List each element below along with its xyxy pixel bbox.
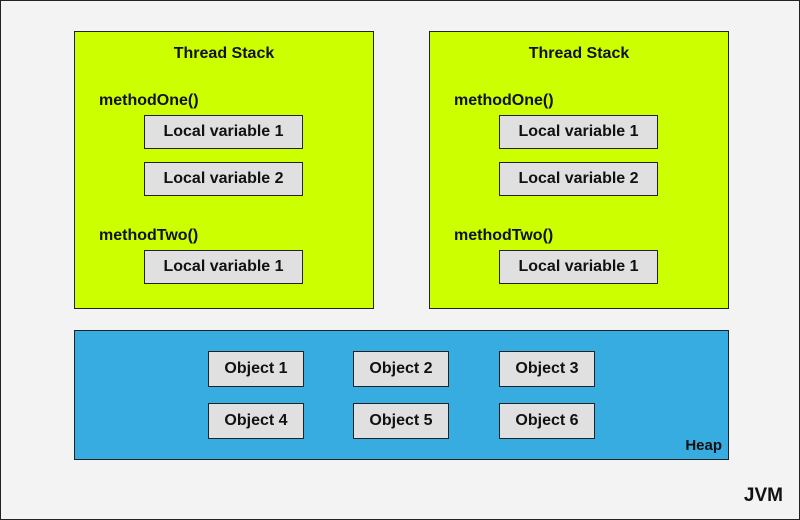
thread-stack-2: Thread Stack methodOne() Local variable … (429, 31, 729, 309)
heap-object: Object 2 (353, 351, 449, 387)
heap-object: Object 1 (208, 351, 304, 387)
thread-stack-1: Thread Stack methodOne() Local variable … (74, 31, 374, 309)
jvm-label: JVM (743, 485, 783, 506)
method-two-label: methodTwo() (454, 227, 554, 244)
thread-stack-title: Thread Stack (528, 45, 630, 62)
local-variable-box: Local variable 2 (144, 162, 303, 196)
thread-stack-title: Thread Stack (173, 45, 275, 62)
heap-object: Object 6 (499, 403, 595, 439)
method-one-label: methodOne() (454, 92, 554, 109)
method-one-label: methodOne() (99, 92, 199, 109)
local-variable-box: Local variable 1 (144, 250, 303, 284)
method-two-label: methodTwo() (99, 227, 199, 244)
heap-object: Object 4 (208, 403, 304, 439)
local-variable-box: Local variable 1 (499, 115, 658, 149)
heap-area: Object 1 Object 2 Object 3 Object 4 Obje… (74, 330, 729, 460)
heap-label: Heap (685, 437, 722, 454)
heap-object: Object 5 (353, 403, 449, 439)
local-variable-box: Local variable 1 (144, 115, 303, 149)
local-variable-box: Local variable 1 (499, 250, 658, 284)
heap-object: Object 3 (499, 351, 595, 387)
local-variable-box: Local variable 2 (499, 162, 658, 196)
